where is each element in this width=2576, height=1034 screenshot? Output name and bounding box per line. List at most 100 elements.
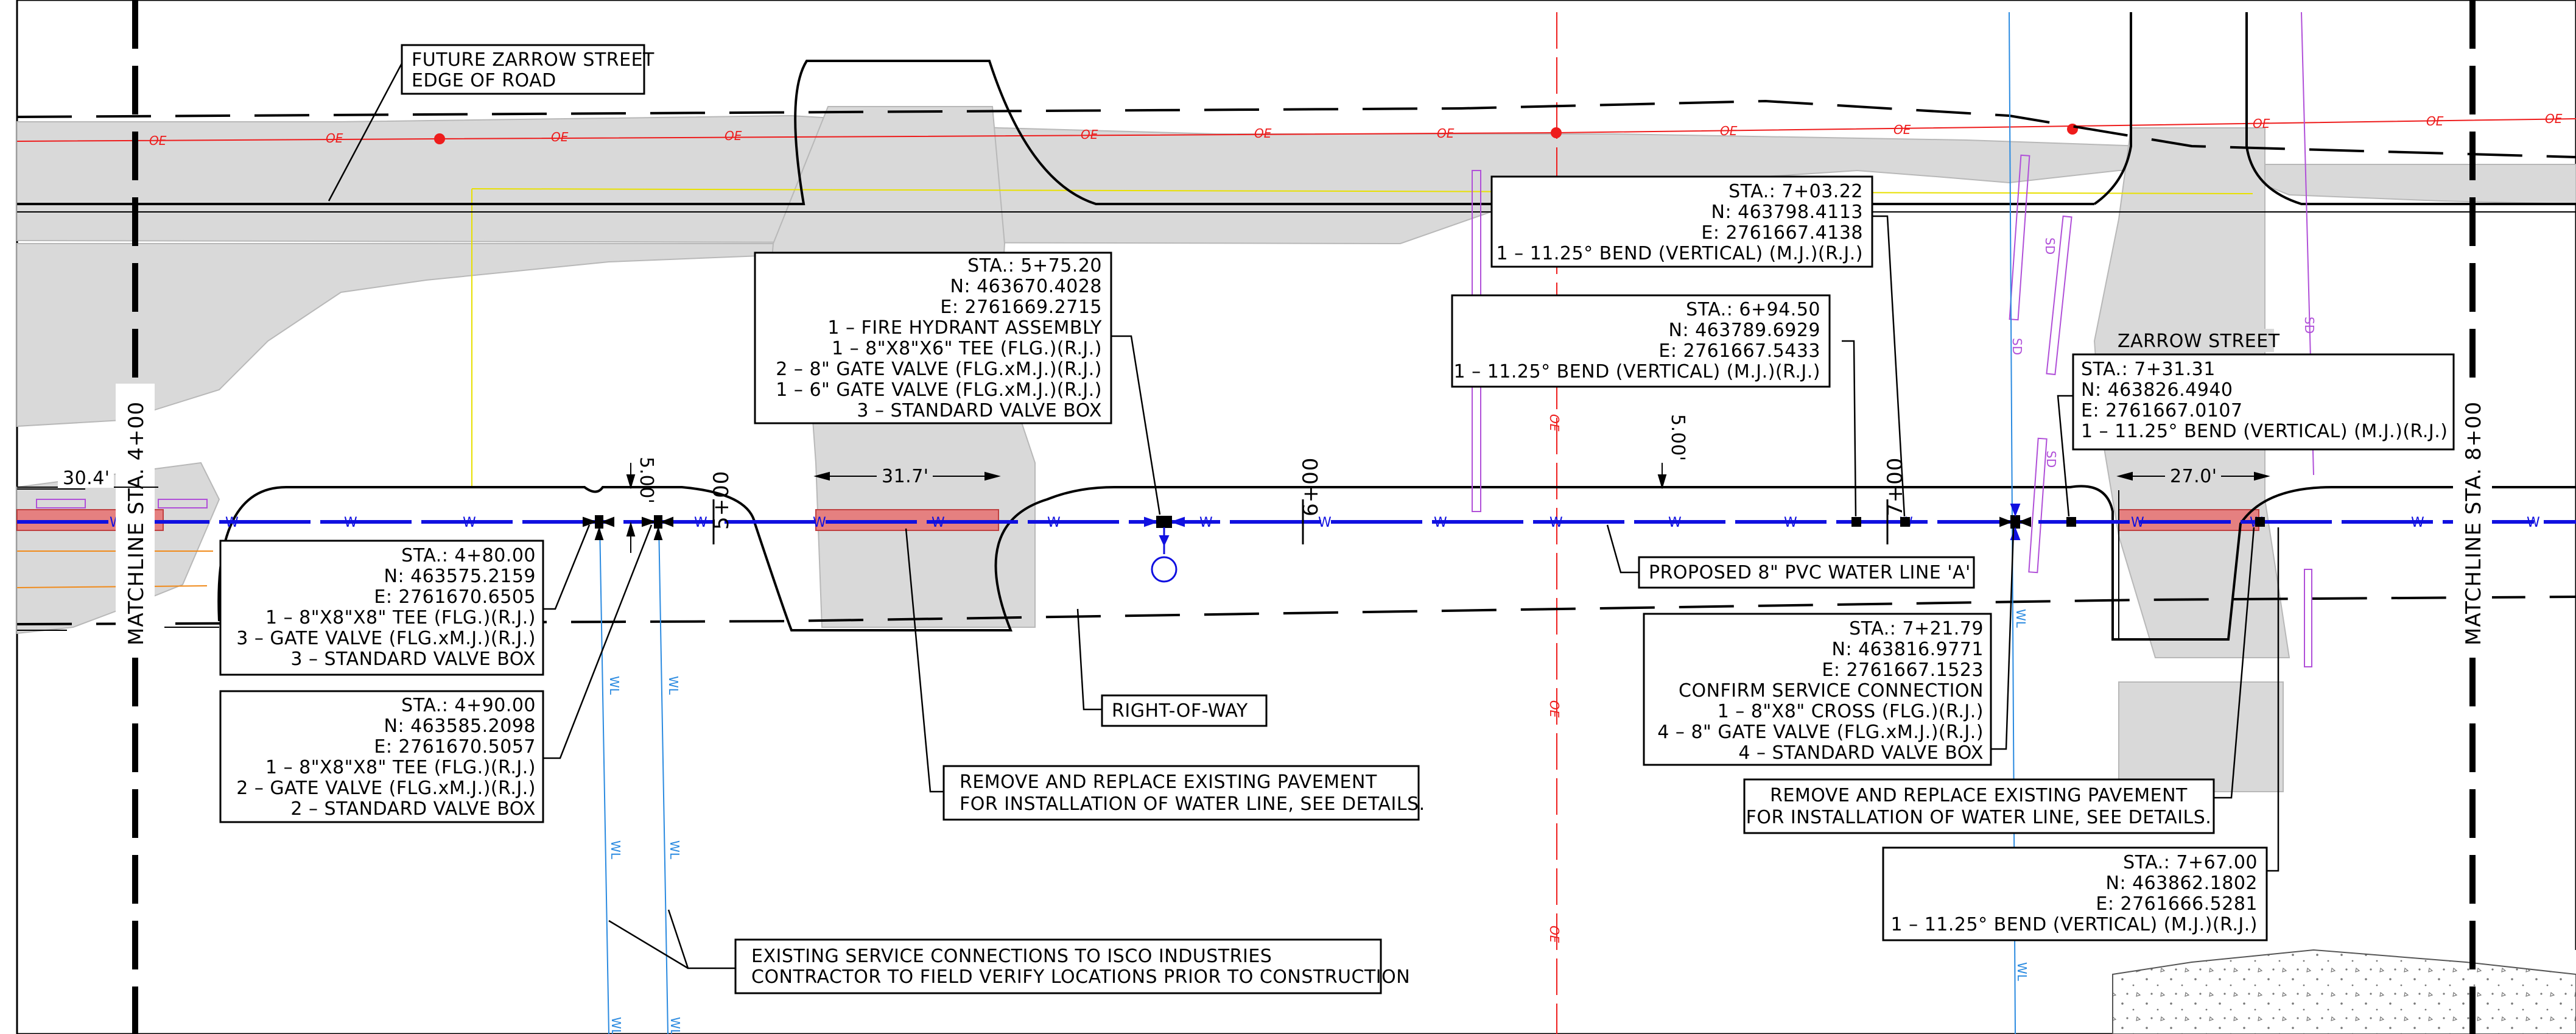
dim-30-4: 30.4' [63, 468, 110, 489]
callout-line: N: 463826.4940 [2081, 379, 2233, 401]
callout-line: N: 463798.4113 [1711, 202, 1864, 223]
w-tag: W [1549, 515, 1563, 530]
w-tag: W [1784, 515, 1797, 530]
callout-line: N: 463862.1802 [2106, 873, 2258, 894]
callout-line: EDGE OF ROAD [412, 70, 556, 91]
callout-line: 1 – 11.25° BEND (VERTICAL) (M.J.)(R.J.) [2081, 421, 2448, 442]
gravel-hatch [2112, 949, 2576, 1034]
oe-tag: OE [551, 130, 569, 144]
callout-line: N: 463816.9771 [1832, 639, 1984, 660]
station-label-6: 6+00 [1299, 457, 1323, 516]
hydrant-assembly-icon [1144, 516, 1185, 583]
callout-line: E: 2761669.2715 [940, 297, 1102, 318]
tee-490-icon [642, 515, 673, 540]
matchline-right-label: MATCHLINE STA. 8+00 [2462, 401, 2486, 645]
callout-right-of-way: RIGHT-OF-WAY [1101, 694, 1268, 727]
dim-5-00-a: 5.00' [636, 457, 657, 504]
dim-27-0: 27.0' [2170, 466, 2217, 487]
w-tag: W [463, 515, 476, 530]
wl-tag: WL [666, 676, 681, 695]
callout-sta-490: STA.: 4+90.00 N: 463585.2098 E: 2761670.… [219, 690, 544, 823]
w-tag: W [813, 515, 826, 530]
callout-sta-721: STA.: 7+21.79 N: 463816.9771 E: 2761667.… [1643, 613, 1992, 766]
callout-sta-575: STA.: 5+75.20 N: 463670.4028 E: 2761669.… [754, 251, 1112, 424]
oe-tag: OE [1720, 124, 1738, 138]
oe-tag: OE [1437, 126, 1455, 141]
callout-line: CONFIRM SERVICE CONNECTION [1679, 680, 1984, 702]
callout-line: E: 2761667.0107 [2081, 400, 2243, 421]
bend-703-icon [1900, 517, 1910, 527]
wl-tag: WL [668, 1017, 683, 1034]
callout-line: 1 – 8"X8"X6" TEE (FLG.)(R.J.) [832, 338, 1102, 359]
callout-line: FUTURE ZARROW STREET [412, 49, 655, 71]
oe-tag: OE [149, 133, 167, 148]
oe-tag: OE [1547, 926, 1562, 943]
sd-tag: SD [2302, 317, 2317, 334]
callout-sta-694: STA.: 6+94.50 N: 463789.6929 E: 2761667.… [1451, 294, 1831, 388]
callout-line: STA.: 6+94.50 [1686, 299, 1820, 320]
callout-line: N: 463670.4028 [950, 276, 1103, 297]
wl-tag: WL [2015, 962, 2029, 982]
orange-lines [16, 550, 213, 588]
w-tag: W [2411, 515, 2424, 530]
gas-line [471, 188, 2253, 487]
oe-tag: OE [2545, 111, 2563, 126]
wl-tag: WL [667, 840, 682, 860]
callout-line: 1 – 11.25° BEND (VERTICAL) (M.J.)(R.J.) [1891, 914, 2258, 935]
callout-line: 1 – 8"X8" CROSS (FLG.)(R.J.) [1718, 701, 1984, 722]
future-road-edge [16, 99, 2576, 158]
callout-line: E: 2761667.5433 [1658, 340, 1820, 362]
matchline-left-label: MATCHLINE STA. 4+00 [124, 401, 149, 645]
bend-767-icon [2255, 517, 2265, 527]
tee-480-icon [583, 515, 614, 540]
callout-line: 1 – 6" GATE VALVE (FLG.xM.J.)(R.J.) [776, 379, 1102, 401]
callout-line: E: 2761670.6505 [374, 586, 536, 608]
wl-tag: WL [607, 676, 622, 695]
callout-sta-480: STA.: 4+80.00 N: 463575.2159 E: 2761670.… [219, 540, 544, 676]
street-name: ZARROW STREET [2118, 331, 2280, 352]
callout-line: REMOVE AND REPLACE EXISTING PAVEMENT [1770, 785, 2188, 806]
callout-service: EXISTING SERVICE CONNECTIONS TO ISCO IND… [734, 938, 1410, 994]
sd-tag: SD [2043, 237, 2057, 255]
callout-line: 2 – 8" GATE VALVE (FLG.xM.J.)(R.J.) [776, 359, 1102, 380]
callout-sta-767: STA.: 7+67.00 N: 463862.1802 E: 2761666.… [1882, 846, 2268, 941]
dim-31-7: 31.7' [882, 466, 929, 487]
oe-tag: OE [326, 131, 343, 146]
callout-pavement-1: REMOVE AND REPLACE EXISTING PAVEMENT FOR… [942, 765, 1425, 821]
callout-line: STA.: 7+31.31 [2081, 359, 2216, 380]
wl-tag: WL [609, 1017, 623, 1034]
oe-tag: OE [2426, 114, 2444, 128]
callout-line: 2 – GATE VALVE (FLG.xM.J.)(R.J.) [236, 778, 536, 799]
wl-tags: WL WL WL WL WL WL WL WL [607, 609, 2029, 1034]
oe-tag: OE [1893, 122, 1911, 137]
callout-line: E: 2761667.1523 [1822, 659, 1984, 681]
callout-pavement-2: REMOVE AND REPLACE EXISTING PAVEMENT FOR… [1743, 778, 2215, 834]
existing-pavement [16, 106, 2576, 792]
oe-tag: OE [1254, 126, 1272, 141]
oe-tag: OE [1547, 700, 1562, 718]
callout-line: 1 – 11.25° BEND (VERTICAL) (M.J.)(R.J.) [1497, 243, 1863, 264]
callout-water-line: PROPOSED 8" PVC WATER LINE 'A' [1638, 556, 1975, 589]
w-tag: W [694, 515, 707, 530]
callout-line: 3 – GATE VALVE (FLG.xM.J.)(R.J.) [236, 628, 536, 649]
callout-line: STA.: 5+75.20 [967, 255, 1102, 276]
callout-sta-731: STA.: 7+31.31 N: 463826.4940 E: 2761667.… [2072, 353, 2455, 451]
callout-line: 2 – STANDARD VALVE BOX [290, 798, 536, 820]
callout-line: E: 2761670.5057 [374, 736, 536, 758]
w-tag: W [2527, 515, 2540, 530]
callout-line: FOR INSTALLATION OF WATER LINE, SEE DETA… [1746, 807, 2212, 828]
callout-line: 3 – STANDARD VALVE BOX [857, 400, 1102, 421]
road-linework [16, 12, 2576, 641]
w-tag: W [1668, 515, 1682, 530]
oe-tag: OE [1081, 127, 1098, 142]
right-of-way-line [16, 596, 2576, 625]
callout-line: 3 – STANDARD VALVE BOX [290, 649, 536, 670]
w-tag: W [1318, 515, 1332, 530]
w-tag: W [344, 515, 357, 530]
callout-sta-703: STA.: 7+03.22 N: 463798.4113 E: 2761667.… [1490, 175, 1873, 268]
bend-731-icon [2066, 517, 2076, 527]
oe-tag: OE [2253, 116, 2270, 131]
sd-tags: SD SD SD SD [2010, 237, 2317, 468]
dim-5-00-b: 5.00' [1667, 414, 1688, 462]
callout-line: CONTRACTOR TO FIELD VERIFY LOCATIONS PRI… [751, 966, 1410, 988]
